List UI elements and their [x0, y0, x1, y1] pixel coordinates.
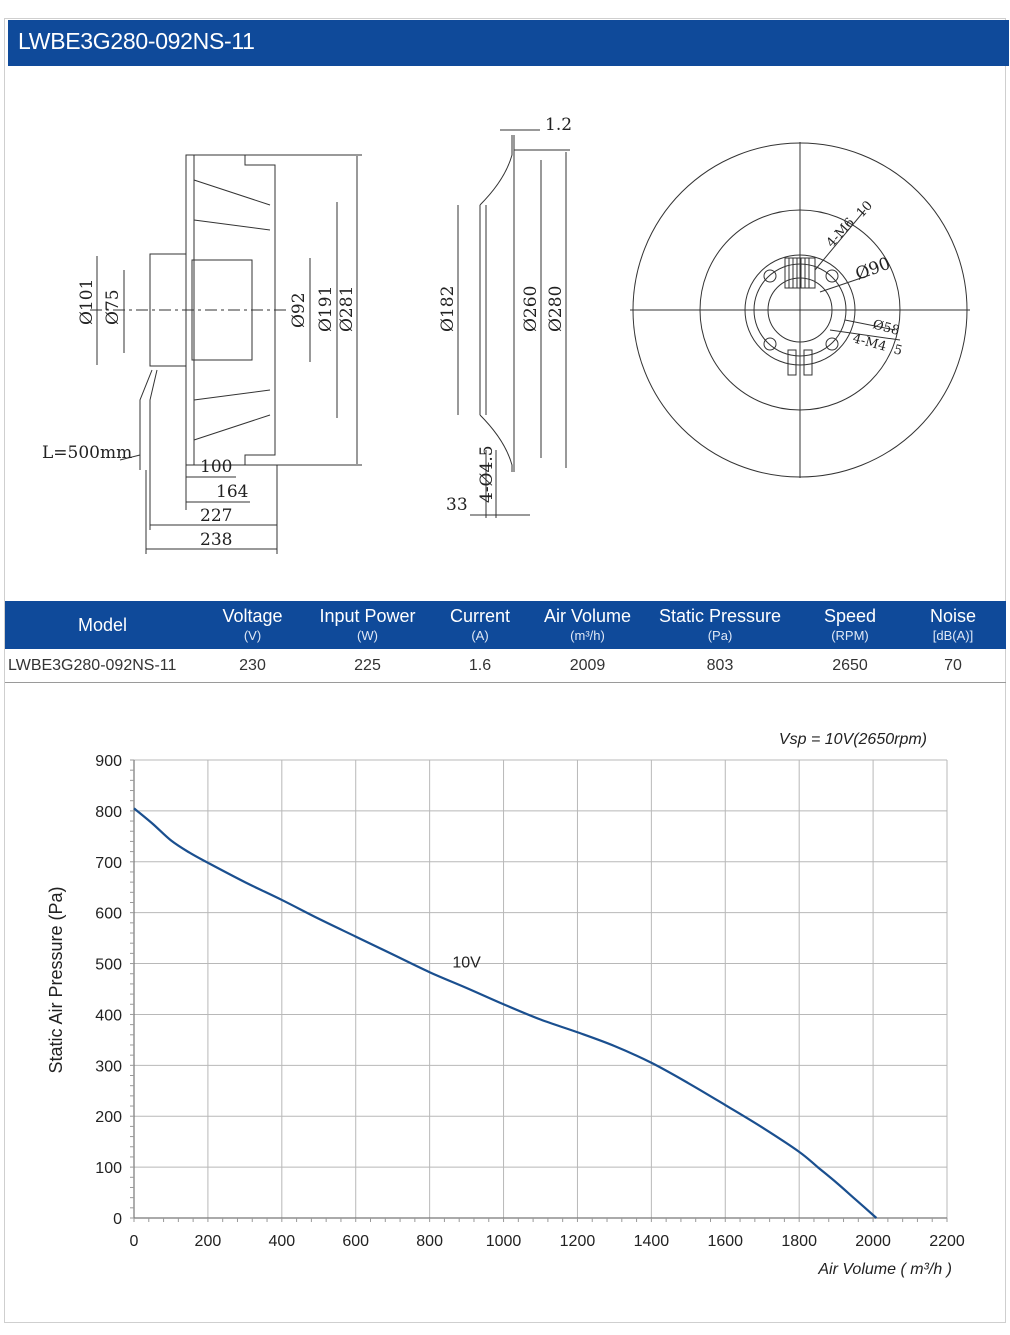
series-line-10v	[133, 807, 878, 1219]
x-tick-label: 400	[268, 1233, 295, 1250]
x-tick-label: 600	[342, 1233, 369, 1250]
dim-d191: Ø191	[316, 286, 336, 332]
side-view-outline	[90, 154, 362, 554]
technical-drawing: Ø101 Ø75 Ø92 Ø191 Ø281 L=500mm 100 164 2…	[42, 115, 970, 554]
dim-238: 238	[200, 530, 232, 550]
cell-input-power: 225	[354, 657, 381, 674]
cell-speed: 2650	[832, 657, 868, 674]
dim-227: 227	[200, 506, 232, 526]
y-tick-label: 0	[113, 1211, 122, 1228]
col-air-volume: Air Volume (m³/h)	[543, 606, 632, 643]
dim-d75: Ø75	[103, 289, 123, 325]
y-tick-label: 400	[95, 1007, 122, 1024]
cell-voltage: 230	[239, 657, 266, 674]
x-tick-label: 1200	[560, 1233, 596, 1250]
col-noise: Noise [dB(A)]	[929, 606, 977, 643]
dim-d260: Ø260	[521, 286, 541, 332]
dim-1-2: 1.2	[545, 115, 572, 135]
col-input-power: Input Power (W)	[319, 606, 416, 643]
dim-cable-length: L=500mm	[42, 443, 132, 463]
x-tick-label: 1000	[486, 1233, 522, 1250]
section-view-outline	[457, 129, 570, 518]
dim-depth-10: 10	[854, 198, 876, 220]
x-tick-label: 2200	[929, 1233, 965, 1250]
cell-air-volume: 2009	[569, 657, 606, 674]
dim-4-m6: 4-M6	[824, 215, 858, 250]
x-tick-label: 200	[195, 1233, 222, 1250]
x-tick-label: 800	[416, 1233, 443, 1250]
dim-d90: Ø90	[853, 254, 893, 285]
x-axis-title: Air Volume ( m³/h )	[817, 1261, 952, 1278]
y-tick-label: 800	[95, 804, 122, 821]
y-tick-label: 700	[95, 855, 122, 872]
y-tick-label: 200	[95, 1109, 122, 1126]
x-tick-label: 1800	[781, 1233, 817, 1250]
product-title: LWBE3G280-092NS-11	[18, 28, 255, 54]
x-tick-label: 1400	[634, 1233, 670, 1250]
chart-subtitle: Vsp = 10V(2650rpm)	[779, 731, 927, 748]
dim-d58: Ø58	[871, 317, 901, 339]
x-tick-label: 1600	[707, 1233, 743, 1250]
col-static-pressure: Static Pressure (Pa)	[658, 606, 782, 643]
dim-d281: Ø281	[337, 286, 357, 332]
y-tick-label: 500	[95, 957, 122, 974]
cell-static-pressure: 803	[706, 657, 734, 674]
dim-100: 100	[200, 457, 232, 477]
chart-grid	[133, 759, 948, 1219]
x-tick-label: 0	[130, 1233, 139, 1250]
spec-table-header: Model Voltage (V) Input Power (W) Curren…	[5, 601, 1006, 649]
chart-series: 10V	[133, 807, 878, 1219]
col-voltage: Voltage (V)	[222, 606, 283, 643]
cell-model: LWBE3G280-092NS-11	[8, 657, 177, 674]
col-current: Current (A)	[449, 606, 511, 643]
series-label: 10V	[452, 955, 481, 972]
dim-d182: Ø182	[438, 286, 458, 332]
y-tick-label: 900	[95, 753, 122, 770]
table-row: LWBE3G280-092NS-11 230 225 1.6 2009 803 …	[5, 649, 1006, 683]
y-tick-label: 100	[95, 1160, 122, 1177]
col-model: Model	[77, 615, 128, 635]
dim-33: 33	[446, 495, 468, 515]
dim-4-d4-5: 4-Ø4.5	[477, 445, 497, 503]
page-frame	[4, 18, 1006, 1323]
dim-d280: Ø280	[546, 286, 566, 332]
cell-noise: 70	[944, 657, 962, 674]
x-tick-label: 2000	[855, 1233, 891, 1250]
y-tick-label: 300	[95, 1058, 122, 1075]
col-speed: Speed (RPM)	[823, 606, 877, 643]
y-tick-label: 600	[95, 906, 122, 923]
dim-d92: Ø92	[289, 292, 309, 328]
dim-depth-5: 5	[892, 342, 904, 359]
header-bar: LWBE3G280-092NS-11	[8, 20, 1009, 66]
front-view-outline	[630, 142, 970, 478]
y-axis-title: Static Air Pressure (Pa)	[46, 886, 66, 1073]
dim-164: 164	[216, 482, 248, 502]
dim-d101: Ø101	[77, 279, 97, 325]
cell-current: 1.6	[468, 657, 492, 674]
